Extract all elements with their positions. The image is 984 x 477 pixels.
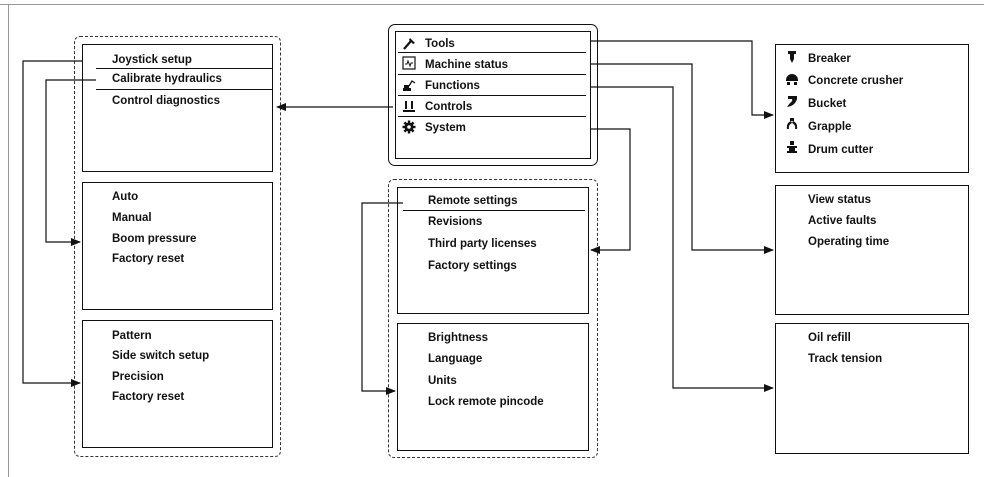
tools-item-concrete-crusher[interactable]: Concrete crusher (808, 75, 904, 87)
drum-cutter-icon (787, 141, 797, 153)
controls-submenu-group (74, 36, 281, 457)
tools-item-drum-cutter[interactable]: Drum cutter (808, 144, 874, 156)
main-menu-outer (388, 24, 598, 166)
divider (398, 116, 586, 117)
grapple-icon (786, 118, 798, 129)
system-submenu-group (388, 179, 598, 458)
calibrate-item-auto[interactable]: Auto (112, 191, 139, 203)
controls-menu-box (82, 44, 273, 172)
arrow-calibrate-to-calibrate-menu (45, 79, 96, 246)
concrete-crusher-icon (786, 74, 798, 85)
left-border-line (8, 4, 9, 477)
system-item-factory-settings[interactable]: Factory settings (428, 260, 517, 272)
functions-item-track-tension[interactable]: Track tension (808, 353, 883, 365)
functions-item-oil-refill[interactable]: Oil refill (808, 332, 851, 344)
hammer-icon (403, 38, 415, 50)
controls-item-control-diagnostics[interactable]: Control diagnostics (112, 95, 220, 107)
main-item-machine-status[interactable]: Machine status (425, 59, 509, 71)
joystick-item-pattern[interactable]: Pattern (112, 330, 152, 342)
main-item-functions[interactable]: Functions (425, 80, 480, 92)
remote-menu-box (397, 323, 589, 451)
tools-item-bucket[interactable]: Bucket (808, 98, 847, 110)
divider (398, 74, 586, 75)
divider (403, 210, 585, 211)
arrow-tools-to-tools-menu (591, 40, 774, 119)
excavator-icon (403, 80, 416, 91)
joystick-menu-box (82, 320, 273, 448)
arrow-joystick-setup-to-joystick-menu (22, 60, 82, 387)
breaker-icon (788, 51, 796, 63)
calibrate-menu-box (82, 182, 273, 310)
status-item-active-faults[interactable]: Active faults (808, 215, 877, 227)
tools-item-breaker[interactable]: Breaker (808, 53, 851, 65)
calibrate-item-boom-pressure[interactable]: Boom pressure (112, 233, 197, 245)
divider (96, 68, 273, 69)
tools-menu-box (775, 44, 969, 173)
joystick-item-side-switch-setup[interactable]: Side switch setup (112, 350, 210, 362)
system-item-revisions[interactable]: Revisions (428, 216, 483, 228)
remote-item-units[interactable]: Units (428, 375, 457, 387)
calibrate-item-factory-reset[interactable]: Factory reset (112, 253, 185, 265)
joystick-item-precision[interactable]: Precision (112, 371, 164, 383)
main-item-tools[interactable]: Tools (425, 38, 455, 50)
arrow-functions-to-functions-menu (591, 86, 774, 392)
controls-item-calibrate-hydraulics[interactable]: Calibrate hydraulics (112, 73, 222, 85)
calibrate-item-manual[interactable]: Manual (112, 212, 152, 224)
controls-item-joystick-setup[interactable]: Joystick setup (112, 54, 192, 66)
remote-item-brightness[interactable]: Brightness (428, 332, 489, 344)
joystick-item-factory-reset[interactable]: Factory reset (112, 391, 185, 403)
divider (398, 52, 586, 53)
status-item-view-status[interactable]: View status (808, 194, 872, 206)
divider (398, 95, 586, 96)
status-item-operating-time[interactable]: Operating time (808, 236, 890, 248)
divider (96, 89, 273, 90)
main-item-system[interactable]: System (425, 122, 466, 134)
remote-item-lock-remote-pincode[interactable]: Lock remote pincode (428, 396, 544, 408)
joystick-icon (403, 101, 415, 112)
arrow-remote-settings-to-remote-menu (361, 202, 403, 395)
functions-menu-box (775, 323, 969, 454)
top-border-line (0, 4, 984, 5)
bucket-icon (787, 96, 797, 107)
arrow-system-to-system-menu (590, 128, 631, 254)
system-item-remote-settings[interactable]: Remote settings (428, 195, 518, 207)
status-menu-box (775, 185, 969, 315)
status-screen-icon (402, 56, 416, 70)
system-menu-box (397, 187, 589, 314)
gear-icon (402, 120, 416, 134)
main-item-controls[interactable]: Controls (425, 101, 473, 113)
remote-item-language[interactable]: Language (428, 353, 483, 365)
arrow-status-to-status-menu (591, 63, 774, 254)
tools-item-grapple[interactable]: Grapple (808, 121, 852, 133)
system-item-third-party-licenses[interactable]: Third party licenses (428, 238, 537, 250)
